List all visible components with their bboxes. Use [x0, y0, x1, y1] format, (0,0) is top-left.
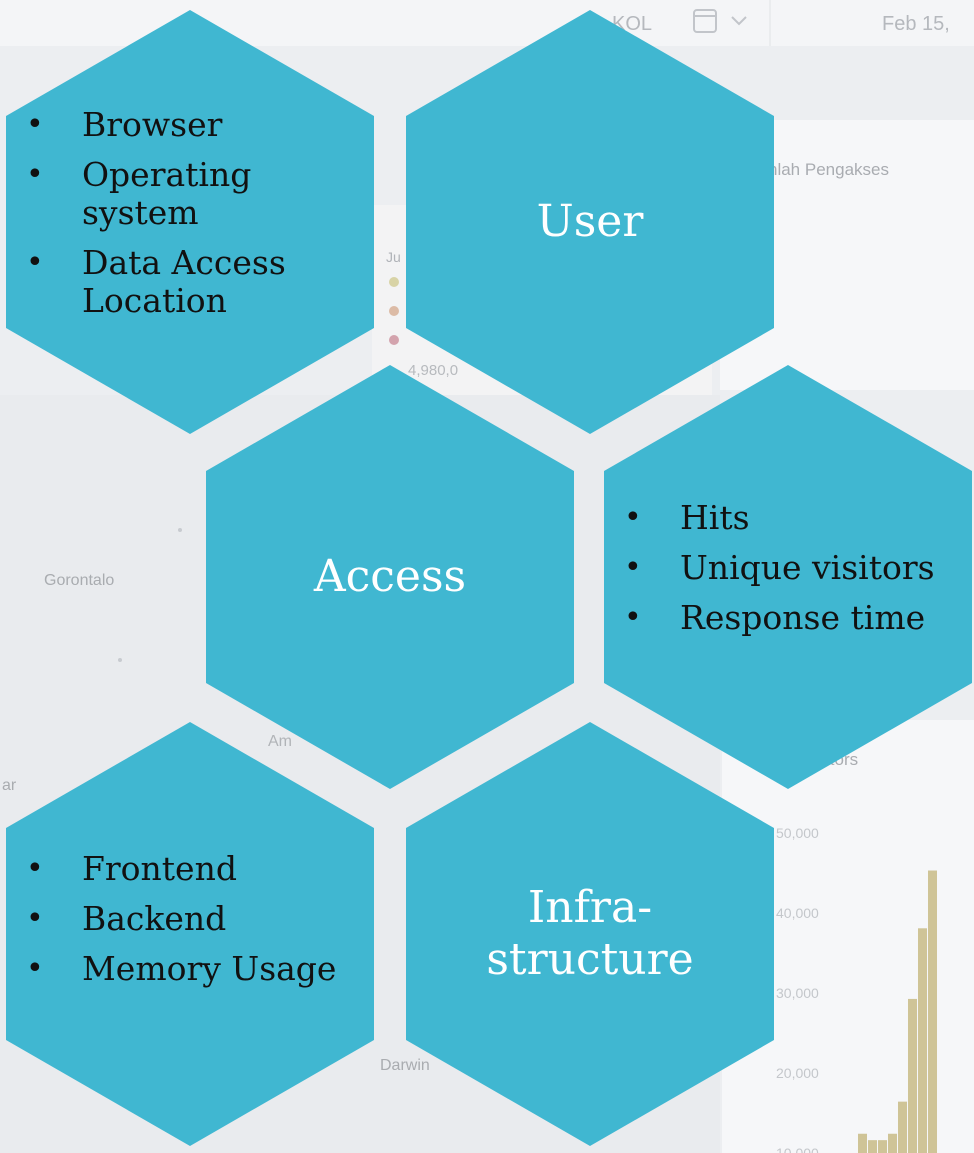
y-axis-tick-label: 20,000 [776, 1065, 819, 1081]
bullet-hits: Hits [608, 499, 968, 538]
date-label: Feb 15, [882, 13, 950, 35]
y-axis-tick-label: 40,000 [776, 905, 819, 921]
hexagon-user-label: User [536, 196, 644, 247]
bullet-data-access-location: Data Access Location [10, 244, 310, 320]
bar [858, 1133, 867, 1153]
bullet-response-time: Response time [608, 599, 968, 638]
map-label-ar: ar [2, 777, 17, 794]
y-axis-tick-label: 10,000 [776, 1145, 819, 1153]
chart-title-1: nlah Pengakses [768, 160, 889, 179]
map-label-darwin: Darwin [380, 1057, 430, 1074]
chevron-down-icon [731, 16, 747, 26]
legend-ju: Ju [386, 249, 401, 265]
bar [878, 1140, 887, 1153]
bullet-backend: Backend [10, 900, 370, 939]
calendar-icon [693, 9, 717, 33]
map-label-am: Am [268, 733, 292, 750]
device-bullet-list: Browser Operating system Data Access Loc… [10, 106, 310, 332]
bar [908, 998, 917, 1153]
bar [888, 1133, 897, 1153]
bullet-operating-system: Operating system [10, 156, 310, 232]
hexagon-infrastructure-label: Infra- structure [486, 882, 694, 985]
bar [928, 870, 937, 1153]
bar [918, 928, 927, 1153]
bar [868, 1140, 877, 1153]
map-label-gorontalo: Gorontalo [44, 572, 114, 589]
bullet-browser: Browser [10, 106, 310, 145]
metrics-bullet-list: Hits Unique visitors Response time [608, 499, 968, 649]
legend-value: 4,980,0 [408, 362, 458, 379]
y-axis-tick-label: 30,000 [776, 985, 819, 1001]
resources-bullet-list: Frontend Backend Memory Usage [10, 850, 370, 1000]
bullet-frontend: Frontend [10, 850, 370, 889]
bar-series [858, 870, 937, 1153]
bar [898, 1101, 907, 1153]
hexagon-access-label: Access [313, 551, 467, 602]
y-axis-ticks: 50,000 40,000 30,000 20,000 10,000 [776, 825, 819, 1153]
bullet-unique-visitors: Unique visitors [608, 549, 968, 588]
bullet-memory-usage: Memory Usage [10, 950, 370, 989]
y-axis-tick-label: 50,000 [776, 825, 819, 841]
